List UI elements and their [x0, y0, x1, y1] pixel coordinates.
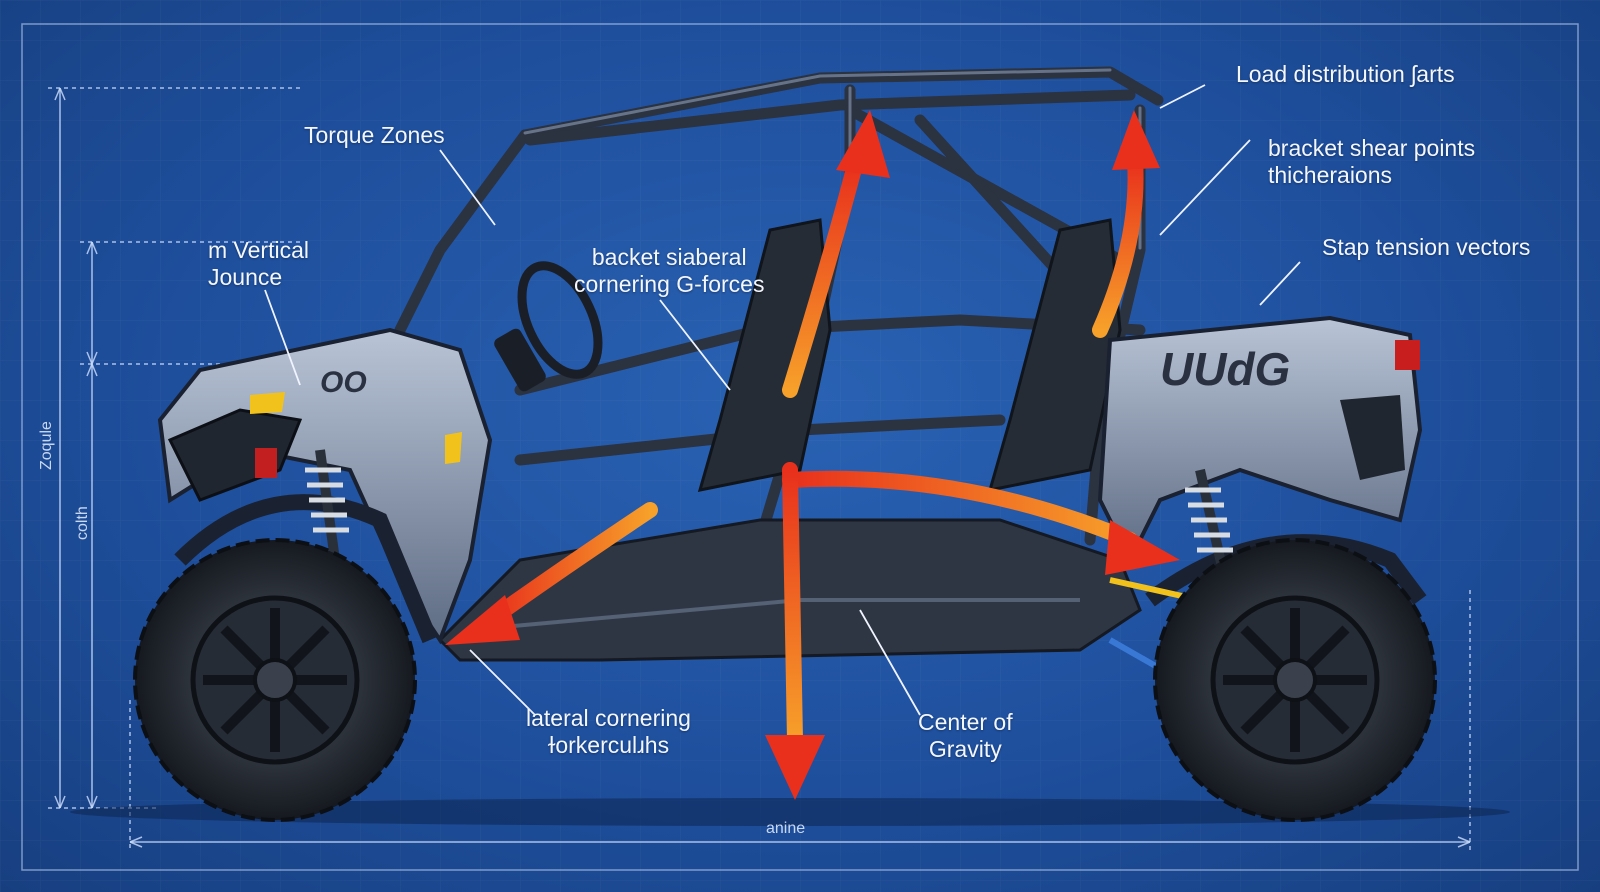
taillight	[1395, 340, 1420, 370]
arrow-right	[782, 470, 1138, 548]
label-vertical-jounce-line2: Jounce	[208, 264, 283, 290]
force-arrows	[445, 110, 1180, 800]
svg-text:UUdG: UUdG	[1160, 343, 1290, 395]
arrow-up-front	[782, 157, 863, 398]
dimension-lines	[48, 87, 1471, 852]
label-torque-zones: Torque Zones	[304, 122, 445, 148]
label-lateral-cornering-line1: lateral cornering	[526, 705, 691, 731]
front-grille	[167, 408, 303, 502]
headlight	[250, 392, 285, 414]
dimension-label-bottom: anine	[766, 820, 806, 837]
label-bracket-shear-line1: bracket shear points	[1268, 135, 1476, 161]
label-bracket-shear-line2: thicheraions	[1268, 162, 1393, 188]
front-shock	[255, 448, 349, 561]
label-strap-tension: Stap tension vectors	[1322, 234, 1531, 260]
label-center-of-gravity: Center of Gravity	[918, 709, 1013, 763]
label-vertical-jounce-line1: m Vertical	[208, 237, 309, 263]
label-vertical-jounce: m Vertical Jounce	[208, 237, 309, 291]
label-load-distribution: Load distribution ʃarts	[1236, 61, 1455, 87]
svg-text:OO: OO	[320, 366, 367, 399]
label-bracket-lateral: backet siaberal cornering G-forces	[574, 244, 764, 298]
blueprint-border	[21, 23, 1579, 871]
label-center-of-gravity-line1: Center of	[918, 709, 1013, 735]
label-bracket-lateral-line2: cornering G-forces	[574, 271, 765, 297]
dimension-label-inner: colth	[74, 506, 91, 540]
steering-wheel	[517, 261, 603, 379]
label-bracket-shear: bracket shear points thicheraions	[1268, 135, 1475, 189]
arrow-up-rear	[1092, 152, 1144, 338]
label-lateral-cornering: lateral cornering ɫorkerculɹhs	[526, 705, 691, 759]
ground-shadow	[70, 798, 1510, 826]
leader-lines	[264, 84, 1301, 716]
front-wheel	[133, 538, 417, 822]
label-lateral-cornering-line2: ɫorkerculɹhs	[547, 732, 670, 758]
label-center-of-gravity-line2: Gravity	[928, 736, 1002, 762]
arrow-down	[782, 462, 803, 748]
dimension-label-outer: Zoqule	[38, 421, 55, 470]
rear-wheel	[1153, 538, 1437, 822]
label-bracket-lateral-line1: backet siaberal	[591, 244, 747, 270]
front-fender	[174, 494, 438, 644]
